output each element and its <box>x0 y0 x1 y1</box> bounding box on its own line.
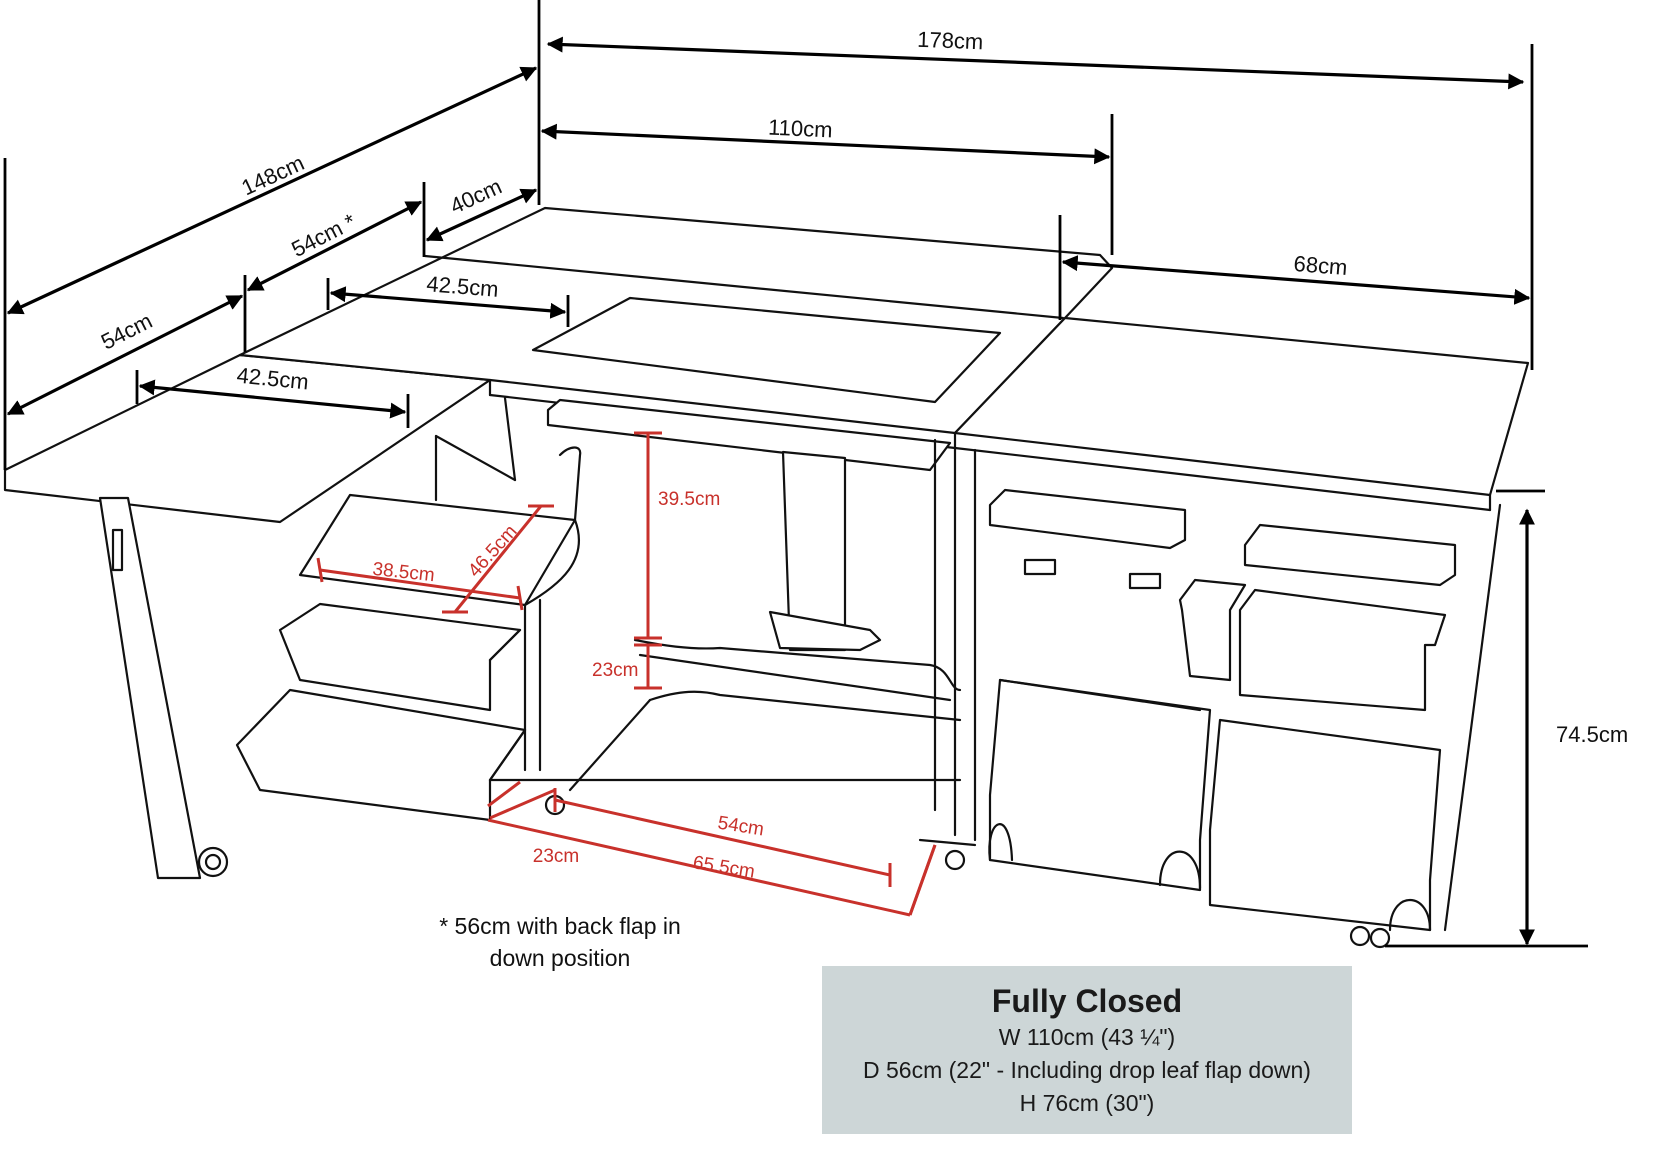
dim-23-bottom-line <box>489 788 556 820</box>
dim-148-line <box>6 66 538 315</box>
info-box-title: Fully Closed <box>991 983 1183 1019</box>
label-54-left: 54cm <box>97 308 156 355</box>
label-178: 178cm <box>917 27 984 55</box>
dim-54-star-line <box>246 200 423 292</box>
label-23-bottom: 23cm <box>533 846 579 867</box>
label-42-top: 42.5cm <box>426 271 500 302</box>
lift-base <box>768 610 882 652</box>
footnote-line-1: * 56cm with back flap in <box>439 913 681 939</box>
lower-bin-left <box>988 678 1212 892</box>
right-shelf-upper-right <box>1243 523 1457 587</box>
dim-38-line <box>319 568 521 600</box>
right-shelf-upper-left <box>988 488 1187 550</box>
label-40: 40cm <box>446 174 505 219</box>
info-width: W 110cm (43 ¼") <box>998 1024 1176 1050</box>
left-support-panel <box>98 496 202 880</box>
cabinet-outline <box>3 206 1530 949</box>
dim-54-left-line <box>6 294 244 416</box>
dim-40-line <box>425 188 538 242</box>
dim-65-line <box>487 818 911 917</box>
label-54-star: 54cm * <box>287 208 360 262</box>
lower-bin-right <box>1208 718 1442 932</box>
footnote: * 56cm with back flap in down position <box>410 910 710 974</box>
panel-handle <box>111 528 124 572</box>
right-bin <box>1238 588 1447 712</box>
right-vent-1 <box>1023 558 1057 576</box>
label-23-mid: 23cm <box>592 660 638 681</box>
red-dimensions <box>316 431 937 917</box>
label-39: 39.5cm <box>658 489 720 510</box>
fully-closed-info-box: Fully Closed W 110cm (43 ¼") D 56cm (22"… <box>822 966 1352 1134</box>
right-caster-front <box>1349 925 1371 947</box>
label-148: 148cm <box>238 150 308 200</box>
dim-68-line <box>1061 255 1531 305</box>
label-65: 65.5cm <box>691 852 756 882</box>
label-74: 74.5cm <box>1556 722 1628 747</box>
label-68: 68cm <box>1293 251 1349 280</box>
footnote-line-2: down position <box>489 945 631 971</box>
dim-110-line <box>540 123 1111 165</box>
base-rail-lower <box>648 690 962 722</box>
dim-46-line <box>453 505 543 613</box>
machine-lift-shelf <box>546 398 952 472</box>
black-dimensions <box>3 0 1588 948</box>
top-drawer-shelf <box>298 493 577 607</box>
small-container <box>1178 578 1247 682</box>
machine-platform <box>531 296 1002 404</box>
dim-42-left-line <box>138 379 407 419</box>
curved-side-frame <box>523 446 582 607</box>
info-height: H 76cm (30") <box>1019 1090 1155 1116</box>
info-depth: D 56cm (22" - Including drop leaf flap d… <box>863 1057 1311 1083</box>
dim-54-bottom-line <box>554 798 891 877</box>
right-caster-back <box>1369 927 1391 949</box>
right-middle-caster <box>944 849 966 871</box>
dim-178-line <box>546 36 1525 90</box>
dim-42-top-line <box>329 286 567 319</box>
right-tabletop <box>953 316 1530 497</box>
right-vent-2 <box>1128 572 1162 590</box>
label-110: 110cm <box>768 115 833 143</box>
